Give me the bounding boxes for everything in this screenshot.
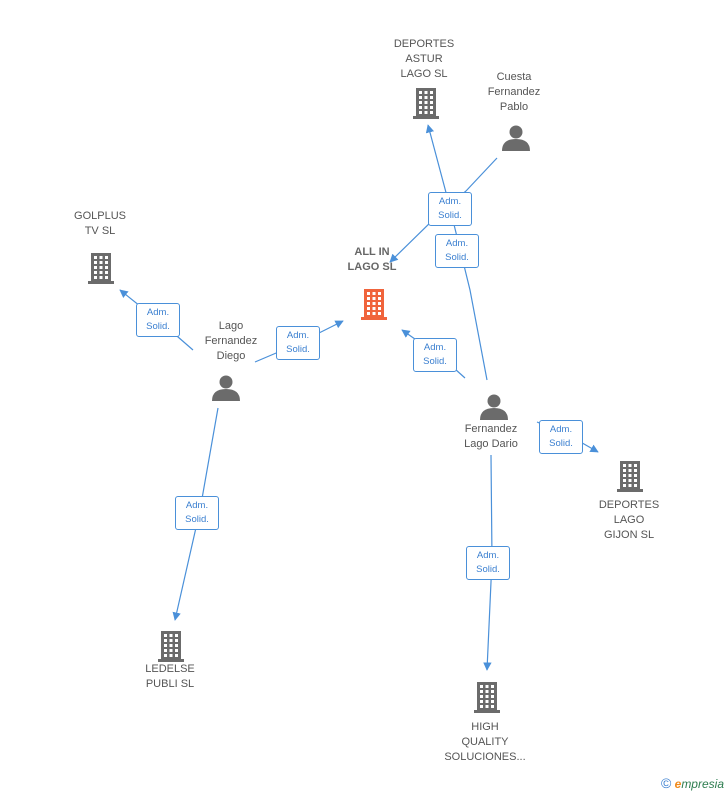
edge-label-adm-solid[interactable]: Adm. Solid. xyxy=(175,496,219,530)
building-icon[interactable] xyxy=(158,631,184,662)
edge-label-adm-solid[interactable]: Adm. Solid. xyxy=(276,326,320,360)
node-label-cuesta[interactable]: Cuesta Fernandez Pablo xyxy=(487,71,541,113)
edge-label-adm-solid[interactable]: Adm. Solid. xyxy=(136,303,180,337)
brand-text: mpresia xyxy=(681,777,724,791)
node-label-high-quality[interactable]: HIGH QUALITY SOLUCIONES... xyxy=(444,721,526,763)
edge-label-adm-solid[interactable]: Adm. Solid. xyxy=(466,546,510,580)
person-icon[interactable] xyxy=(502,125,530,152)
node-label-deportes-gijon[interactable]: DEPORTES LAGO GIJON SL xyxy=(598,499,660,541)
edge-label-adm-solid[interactable]: Adm. Solid. xyxy=(413,338,457,372)
copyright-symbol: © xyxy=(660,775,672,791)
edge-label-adm-solid[interactable]: Adm. Solid. xyxy=(539,420,583,454)
node-label-deportes-astur[interactable]: DEPORTES ASTUR LAGO SL xyxy=(393,38,455,80)
node-label-all-in-lago[interactable]: ALL IN LAGO SL xyxy=(347,246,397,273)
building-icon[interactable] xyxy=(413,88,439,119)
node-label-ledelse[interactable]: LEDELSE PUBLI SL xyxy=(145,663,195,690)
person-icon[interactable] xyxy=(212,375,240,402)
node-label-lago-diego[interactable]: Lago Fernandez Diego xyxy=(204,320,258,362)
empresia-footer: © empresia xyxy=(661,775,724,791)
building-icon[interactable] xyxy=(474,682,500,713)
building-icon[interactable] xyxy=(361,289,387,320)
edge-label-adm-solid[interactable]: Adm. Solid. xyxy=(435,234,479,268)
building-icon[interactable] xyxy=(88,253,114,284)
building-icon[interactable] xyxy=(617,461,643,492)
person-icon[interactable] xyxy=(480,394,508,421)
edge-label-adm-solid[interactable]: Adm. Solid. xyxy=(428,192,472,226)
node-label-fernandez-dario[interactable]: Fernandez Lago Dario xyxy=(464,423,518,450)
brand-e: e xyxy=(674,777,682,791)
node-label-golplus[interactable]: GOLPLUS TV SL xyxy=(74,210,126,237)
